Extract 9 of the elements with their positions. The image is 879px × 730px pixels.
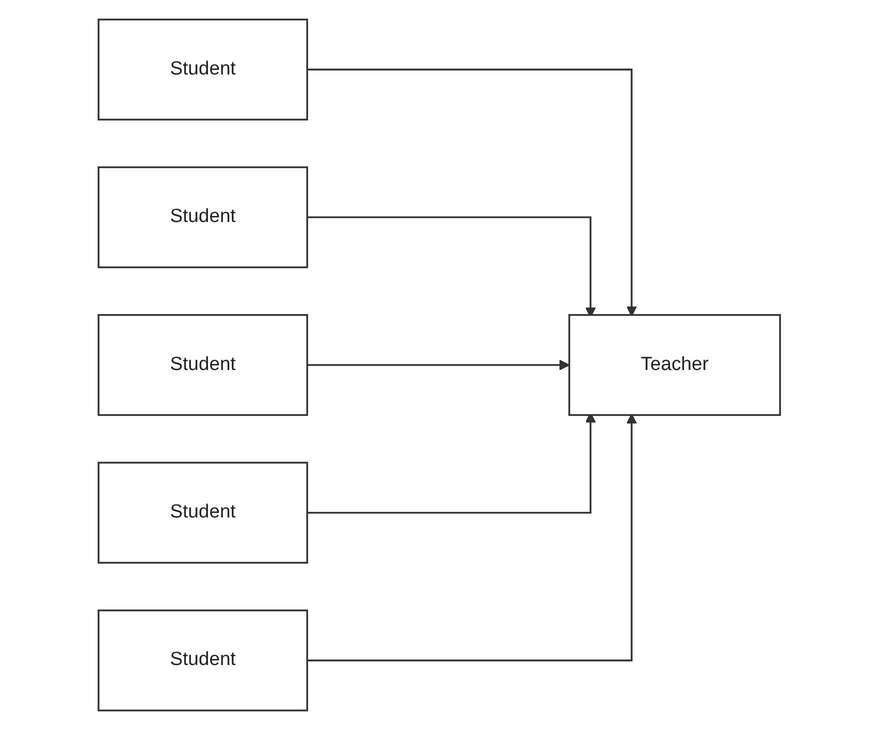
node-box: Student <box>98 610 308 712</box>
arrow <box>307 68 638 316</box>
arrow <box>307 360 570 370</box>
node-box: Teacher <box>568 314 782 416</box>
node-box: Student <box>98 166 308 268</box>
node-box: Student <box>98 314 308 416</box>
arrow <box>307 414 638 662</box>
node-box: Student <box>98 18 308 120</box>
node-box: Student <box>98 462 308 564</box>
